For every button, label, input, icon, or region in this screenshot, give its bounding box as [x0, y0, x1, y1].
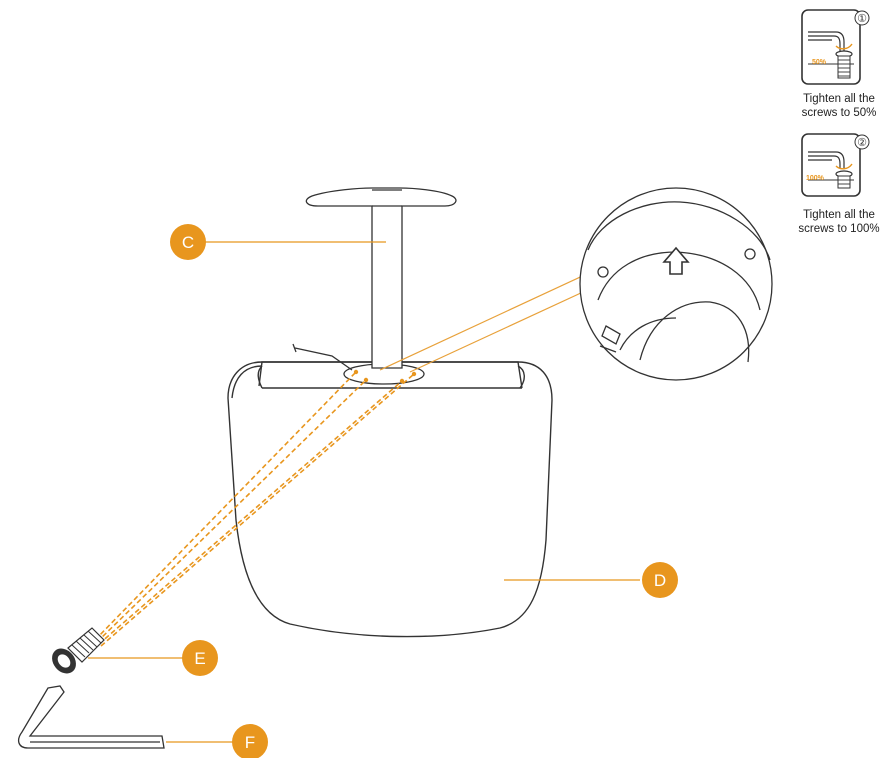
step-1-number: ① — [857, 13, 867, 25]
hex-key-part — [19, 686, 164, 748]
screw-path-lines — [95, 372, 414, 646]
screw-part — [48, 628, 104, 677]
step-2-caption-line2: screws to 100% — [784, 222, 894, 236]
label-c: C — [170, 224, 206, 260]
detail-zoom-circle — [580, 188, 772, 380]
speaker-body — [228, 362, 552, 637]
ceiling-pole — [293, 188, 456, 370]
step-2-caption: Tighten all the screws to 100% — [784, 208, 894, 236]
label-f-text: F — [245, 733, 255, 752]
step-1-caption-line1: Tighten all the — [784, 92, 894, 106]
step-1-caption-line2: screws to 50% — [784, 106, 894, 120]
label-f: F — [232, 724, 268, 758]
label-d-text: D — [654, 571, 666, 590]
step-2-percent: 100% — [806, 175, 825, 182]
label-d: D — [642, 562, 678, 598]
label-e: E — [182, 640, 218, 676]
step-1-percent: 50% — [812, 59, 827, 66]
label-e-text: E — [194, 649, 205, 668]
step-2-caption-line1: Tighten all the — [784, 208, 894, 222]
label-c-text: C — [182, 233, 194, 252]
leader-lines — [88, 242, 640, 742]
step-1-caption: Tighten all the screws to 50% — [784, 92, 894, 120]
step-2-number: ② — [857, 137, 867, 149]
